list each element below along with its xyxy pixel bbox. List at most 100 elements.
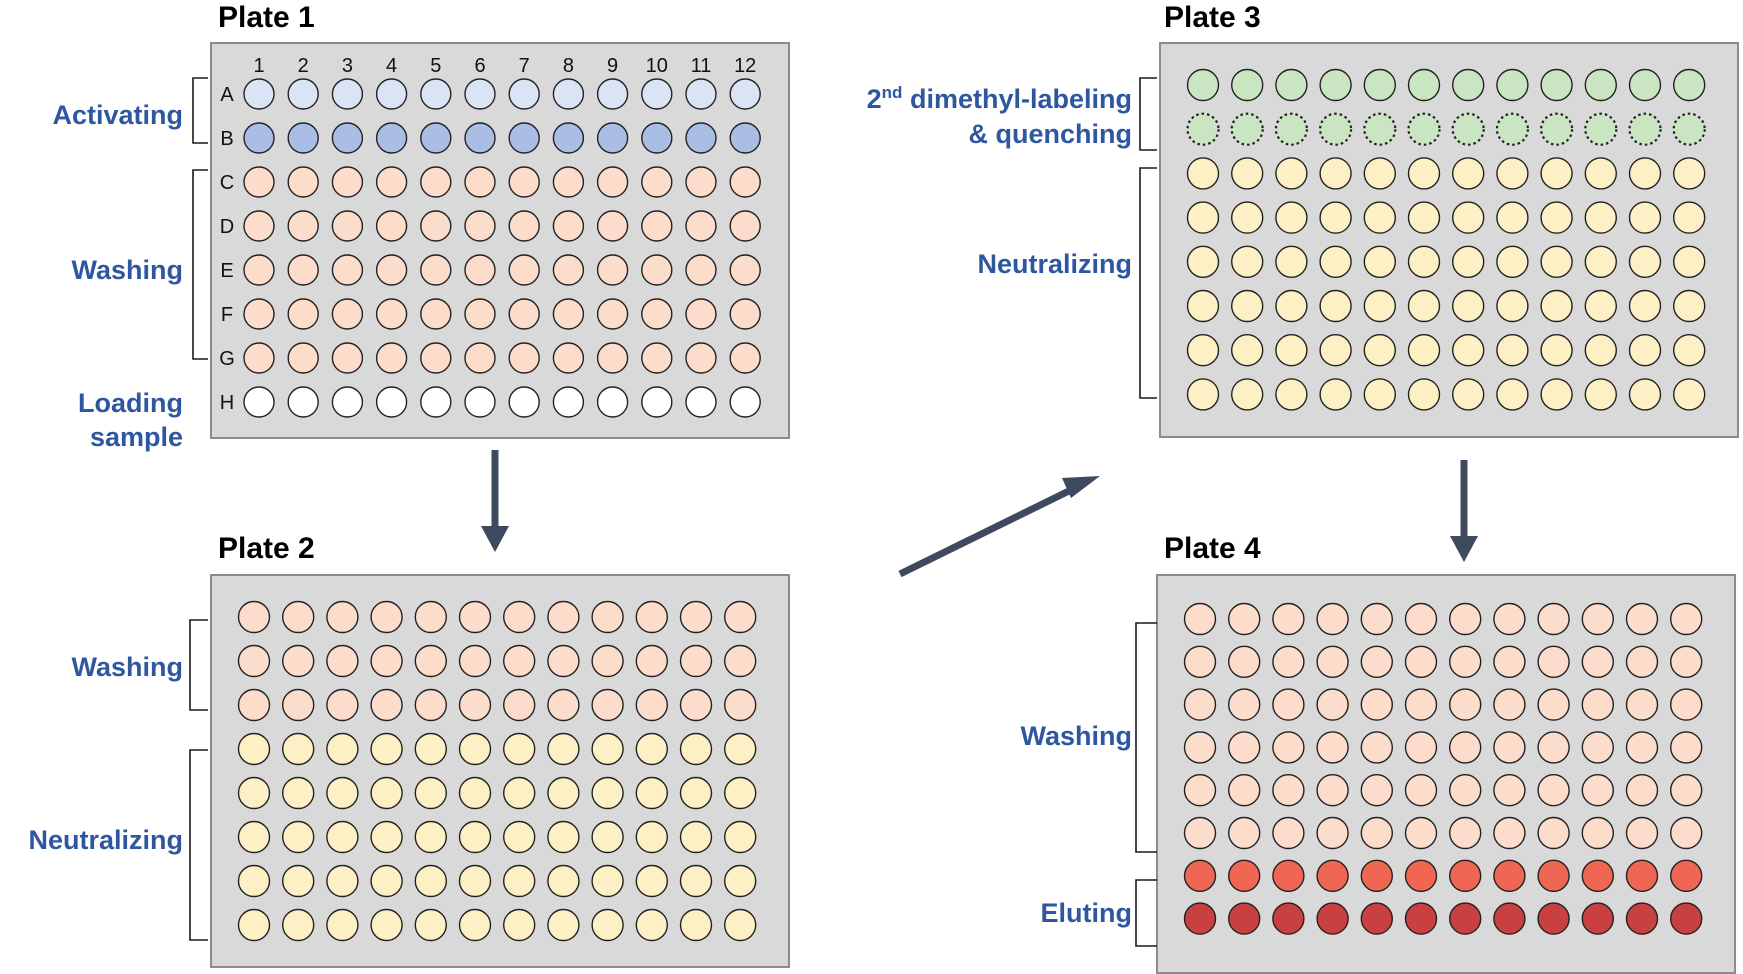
well [685, 386, 717, 418]
well [287, 210, 319, 242]
well [375, 78, 408, 110]
well [1496, 68, 1529, 102]
well [1272, 859, 1305, 892]
well [724, 820, 757, 854]
well [552, 122, 585, 154]
well [282, 776, 315, 810]
well [1183, 645, 1217, 678]
well [458, 688, 492, 722]
well [1493, 902, 1526, 935]
well [641, 342, 673, 374]
well [1230, 68, 1264, 102]
row-letter: D [220, 216, 234, 238]
well [1672, 157, 1706, 190]
well [1625, 688, 1659, 721]
well [1230, 157, 1264, 190]
well [641, 254, 673, 286]
well [1227, 688, 1261, 721]
well [375, 210, 408, 242]
well [1451, 112, 1485, 146]
well [420, 254, 452, 286]
well [326, 864, 359, 898]
well [458, 644, 492, 678]
plate-3-dimethyl-label-line1: 2nd dimethyl-labeling [867, 83, 1132, 114]
well [1672, 334, 1706, 367]
well [287, 122, 319, 154]
well [1407, 201, 1441, 234]
well [1451, 68, 1485, 102]
well [547, 776, 580, 810]
well [375, 298, 408, 330]
well [282, 688, 315, 722]
well [1669, 645, 1703, 678]
well [1363, 245, 1397, 278]
well [1496, 245, 1529, 278]
well [685, 298, 717, 330]
well [331, 254, 364, 286]
plate-4-wells [1183, 602, 1703, 935]
well [1360, 731, 1394, 764]
well [1183, 688, 1217, 721]
well [326, 600, 359, 634]
well [1584, 289, 1618, 323]
plate-3-body [1159, 42, 1739, 438]
well [724, 600, 757, 634]
well [1537, 602, 1570, 636]
well [1183, 816, 1217, 850]
well [237, 776, 271, 810]
well [287, 254, 319, 286]
well [1625, 816, 1659, 850]
well [503, 644, 536, 678]
well [1319, 334, 1352, 367]
well [508, 78, 540, 110]
well [282, 644, 315, 678]
well [370, 908, 403, 942]
well [552, 342, 585, 374]
plate-4: Plate 4 Washing Eluting [1021, 532, 1736, 974]
well [508, 342, 540, 374]
well [1227, 816, 1261, 850]
flow-arrow-plate1-to-plate2 [481, 450, 509, 552]
well [508, 254, 540, 286]
column-number: 11 [691, 55, 712, 77]
well [679, 600, 713, 634]
well [1625, 602, 1659, 636]
column-number: 5 [430, 55, 441, 77]
plate-4-title: Plate 4 [1164, 532, 1261, 565]
well [1230, 201, 1264, 234]
well [1407, 68, 1441, 102]
well [420, 298, 452, 330]
well [635, 776, 668, 810]
well [1319, 68, 1352, 102]
well [243, 342, 275, 374]
well [729, 210, 761, 242]
well [1404, 902, 1438, 935]
well [1407, 378, 1441, 411]
well [1404, 688, 1438, 721]
plate-4-washing-bracket [1135, 622, 1157, 853]
well [508, 298, 540, 330]
well [1448, 859, 1482, 892]
well [503, 776, 536, 810]
well [679, 864, 713, 898]
well [1316, 645, 1349, 678]
well [370, 644, 403, 678]
well [1448, 645, 1482, 678]
row-letter: G [219, 348, 235, 370]
well [641, 210, 673, 242]
column-number: 9 [607, 55, 618, 77]
well [414, 732, 447, 766]
well [1495, 112, 1530, 146]
well [724, 644, 757, 678]
plate-4-eluting-label: Eluting [1041, 898, 1132, 928]
well [1451, 157, 1485, 190]
well [370, 732, 403, 766]
row-letter: H [220, 392, 234, 414]
well [1186, 245, 1220, 278]
well [724, 688, 757, 722]
well [1230, 112, 1264, 146]
well [729, 298, 761, 330]
well [1404, 816, 1438, 850]
well [1540, 68, 1573, 102]
